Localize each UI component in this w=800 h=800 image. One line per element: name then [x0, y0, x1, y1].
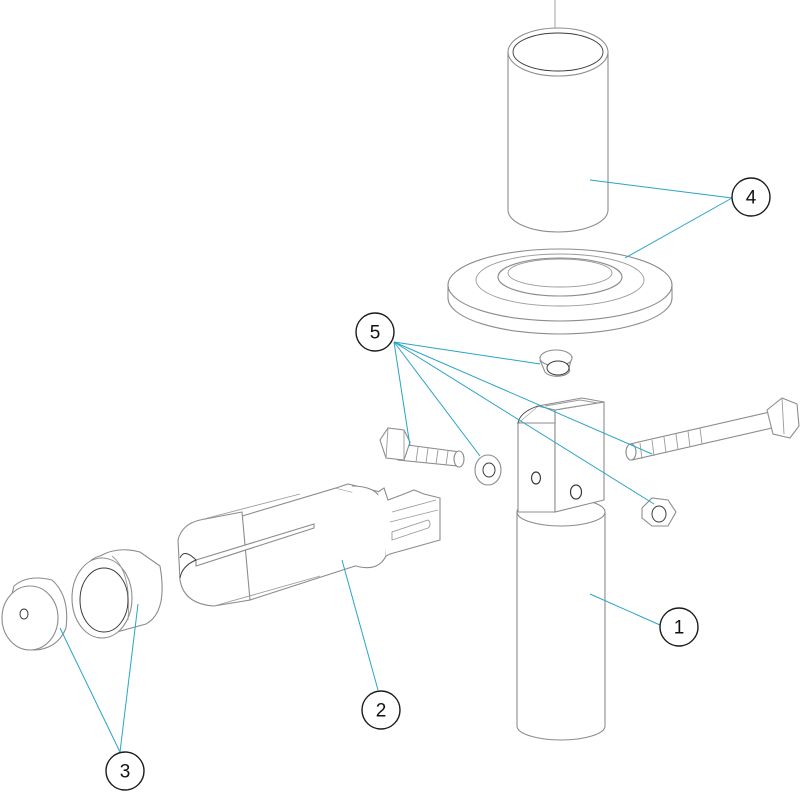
- part-3-bushing: [71, 549, 163, 639]
- leader-5a: [393, 341, 541, 365]
- callout-5-label: 5: [370, 323, 381, 344]
- leader-5b: [393, 341, 653, 455]
- callout-2-label: 2: [376, 701, 387, 722]
- leader-5d: [393, 341, 481, 457]
- part-4-flange-ring: [447, 248, 673, 335]
- part-5-spacer-sleeve: [539, 349, 573, 377]
- callout-5: 5: [355, 312, 395, 352]
- part-1-main-post: [516, 497, 606, 741]
- callout-4-label: 4: [746, 188, 757, 209]
- part-5-washer: [474, 454, 502, 486]
- callout-1-label: 1: [674, 618, 685, 639]
- part-2-slotted-sleeve: [177, 483, 441, 607]
- callout-3-label: 3: [120, 762, 131, 783]
- leader-3a: [59, 627, 121, 753]
- leader-4b: [624, 197, 733, 259]
- leader-5e: [393, 341, 655, 505]
- leader-5c: [393, 341, 411, 447]
- callout-1: 1: [659, 607, 699, 647]
- part-4-upper-tube: [507, 0, 609, 233]
- callout-2: 2: [361, 690, 401, 730]
- part-3-end-cap: [1, 577, 68, 651]
- part-5-hex-nut: [641, 497, 677, 527]
- callout-4: 4: [731, 177, 771, 217]
- part-1-bracket: [516, 397, 605, 513]
- part-5-long-bolt: [625, 397, 800, 461]
- leader-3b: [119, 603, 139, 753]
- leader-1: [589, 593, 661, 626]
- part-5-short-bolt: [379, 427, 465, 468]
- leader-lines: [59, 179, 733, 753]
- leader-4a: [589, 179, 733, 199]
- leader-2: [341, 559, 379, 691]
- callout-3: 3: [105, 751, 145, 791]
